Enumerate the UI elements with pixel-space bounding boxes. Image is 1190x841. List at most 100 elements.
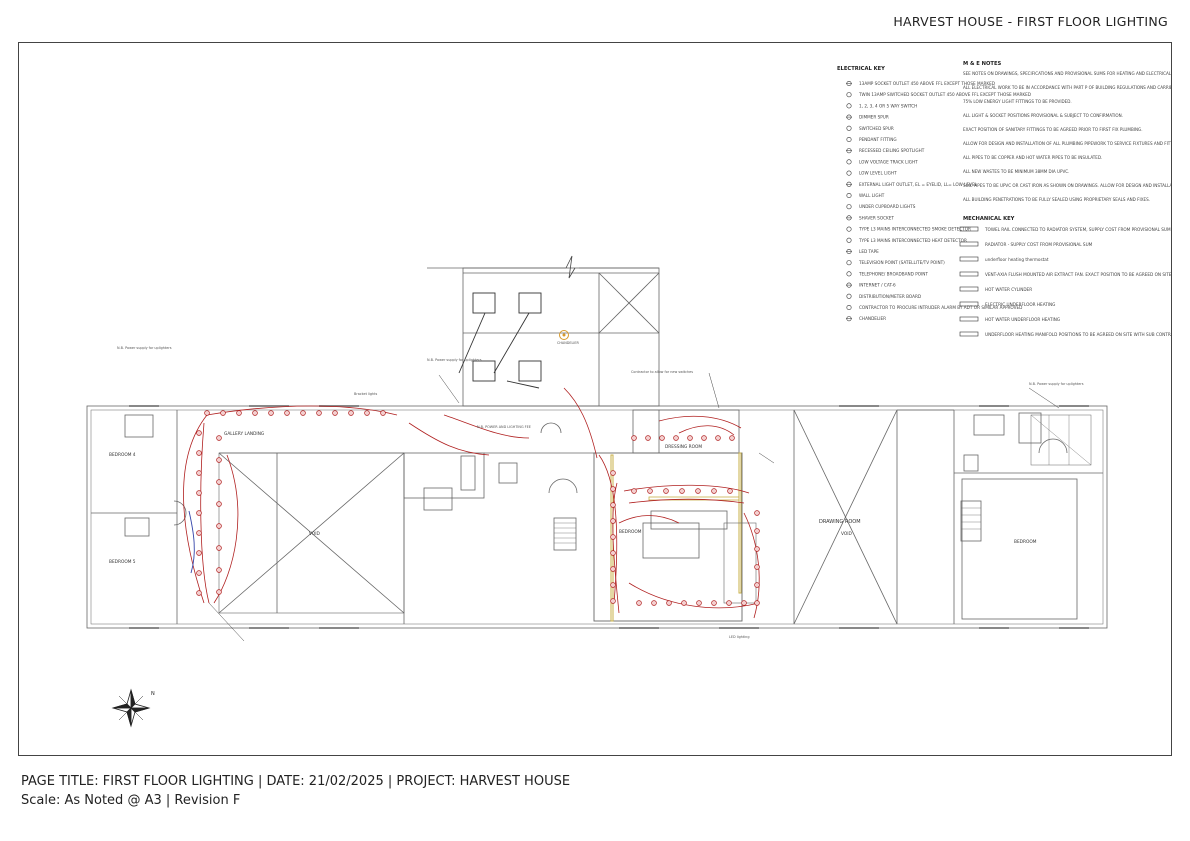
electrical-key-label: TYPE L3 MAINS INTERCONNECTED SMOKE DETEC…	[858, 227, 971, 232]
electrical-key-item: UNDER CUPBOARD LIGHTS	[846, 204, 916, 210]
room-label-void-left: VOID	[309, 531, 321, 537]
electrical-key-item: SHAVER SOCKET	[846, 215, 894, 221]
me-note: ALL NEW WASTES TO BE MINIMUM 38MM DIA UP…	[963, 169, 1069, 174]
ceiling-spotlight-icon	[711, 488, 717, 494]
electrical-key-item: WALL LIGHT	[846, 193, 885, 199]
ceiling-spotlight-icon	[348, 410, 354, 416]
annotation-contractor: Contractor to allow for new switches	[631, 370, 693, 374]
mechanical-key-label: HOT WATER CYLINDER	[985, 287, 1032, 292]
annotation-nb-power: N.B. POWER AND LIGHTING FEE	[477, 425, 531, 429]
internet-icon	[846, 282, 852, 288]
ceiling-spotlight-icon	[679, 488, 685, 494]
ceiling-spotlight-icon	[220, 410, 226, 416]
ceiling-spotlight-icon	[196, 510, 202, 516]
electrical-key-item: 1, 2, 3, 4 OR 5 WAY SWITCH	[846, 103, 917, 108]
ceiling-spotlight-icon	[196, 430, 202, 436]
ceiling-spotlight-icon	[196, 530, 202, 536]
ceiling-spotlight-icon	[610, 486, 616, 492]
room-label-bedroom-right: BEDROOM	[1014, 539, 1037, 545]
electrical-key-label: LOW LEVEL LIGHT	[859, 171, 897, 176]
ceiling-spotlight-icon	[754, 546, 760, 552]
blue-wiring	[188, 510, 195, 574]
electrical-key-label: DISTRIBUTION/METER BOARD	[859, 294, 921, 299]
mechanical-key-label: TOWEL RAIL CONNECTED TO RADIATOR SYSTEM,…	[984, 227, 1171, 232]
ceiling-spotlight-icon	[610, 502, 616, 508]
me-note: EXACT POSITION OF SANITARY FITTINGS TO B…	[963, 127, 1143, 132]
electrical-key-label: 13AMP SOCKET OUTLET 450 ABOVE FFL EXCEPT…	[859, 81, 995, 86]
heat-detector-icon	[846, 237, 852, 243]
ceiling-spotlight-icon	[636, 600, 642, 606]
north-arrow	[111, 688, 151, 728]
ceiling-spotlight-icon	[196, 550, 202, 556]
room-label-dressing-room: DRESSING ROOM	[665, 444, 702, 450]
wiring	[183, 387, 760, 619]
me-note: ALL ELECTRICAL WORK TO BE IN ACCORDANCE …	[963, 85, 1171, 90]
electrical-key-label: TELEVISION POINT (SATELLITE/TV POINT)	[858, 260, 945, 265]
mechanical-key-label: HOT WATER UNDERFLOOR HEATING	[985, 317, 1060, 322]
pendant-icon	[846, 137, 852, 143]
room-label-gallery-landing: GALLERY LANDING	[224, 431, 264, 437]
mechanical-key: MECHANICAL KEY TOWEL RAIL CONNECTED TO R…	[959, 216, 1185, 337]
low-level-icon	[846, 170, 852, 176]
tv-point-icon	[846, 260, 852, 266]
mechanical-key-item: HOT WATER CYLINDER	[959, 286, 1032, 292]
annotation-power-supply-mid: N.B. Power supply for uplighters	[427, 358, 482, 362]
chandelier-symbol: CHANDELIER	[557, 330, 580, 345]
electrical-key-item: TELEVISION POINT (SATELLITE/TV POINT)	[846, 260, 945, 266]
dimmer-icon	[846, 114, 852, 120]
annotation-power-supply-right: N.B. Power supply for uplighters	[1029, 382, 1084, 386]
floor-plan-drawing: ELECTRICAL KEY 13AMP SOCKET OUTLET 450 A…	[86, 61, 1190, 728]
mechanical-key-heading: MECHANICAL KEY	[963, 216, 1015, 222]
annotation-power-supply-left: N.B. Power supply for uplighters	[117, 346, 172, 350]
double-socket-icon	[846, 80, 852, 86]
external-light-icon	[846, 181, 852, 187]
towel-rail-icon	[959, 226, 979, 232]
ceiling-spotlight-icon	[216, 457, 222, 463]
electrical-key-item: INTERNET / CAT-6	[846, 283, 896, 288]
mechanical-key-item: underfloor heating thermostat	[959, 256, 1049, 262]
ceiling-spotlight-icon	[754, 510, 760, 516]
electrical-key-label: LOW VOLTAGE TRACK LIGHT	[859, 159, 918, 164]
electrical-key-item: 13AMP SOCKET OUTLET 450 ABOVE FFL EXCEPT…	[846, 80, 995, 86]
electrical-key-item: TWIN 13AMP SWITCHED SOCKET OUTLET 450 AB…	[846, 92, 1031, 98]
ceiling-spotlight-icon	[754, 564, 760, 570]
electrical-key-item: TYPE L3 MAINS INTERCONNECTED HEAT DETECT…	[846, 237, 967, 243]
electrical-key-item: LOW VOLTAGE TRACK LIGHT	[846, 159, 918, 165]
ceiling-spotlight-icon	[647, 488, 653, 494]
ceiling-spotlight-icon	[681, 600, 687, 606]
mechanical-key-item: HOT WATER UNDERFLOOR HEATING	[959, 316, 1060, 322]
me-notes-heading: M & E NOTES	[963, 61, 1001, 67]
spotlight-icon	[846, 148, 852, 154]
alarm-icon	[846, 304, 852, 310]
ceiling-spotlight-icon	[673, 435, 679, 441]
electrical-key-item: CHANDELIER	[846, 316, 886, 321]
ceiling-spotlight-icon	[754, 528, 760, 534]
electrical-key-heading: ELECTRICAL KEY	[837, 66, 885, 72]
cupboard-light-icon	[846, 204, 852, 210]
ceiling-spotlight-icon	[380, 410, 386, 416]
ceiling-spotlight-icon	[631, 488, 637, 494]
ceiling-spotlight-icon	[711, 600, 717, 606]
ceiling-spotlight-icon	[610, 566, 616, 572]
extract-fan-icon	[959, 271, 979, 277]
ceiling-spotlight-icon	[364, 410, 370, 416]
thermostat-icon	[959, 256, 979, 262]
led-tape-icon	[846, 249, 852, 255]
cylinder-icon	[959, 286, 979, 292]
annotations: N.B. Power supply for uplighters N.B. Po…	[117, 346, 1084, 639]
electrical-key-item: RECESSED CEILING SPOTLIGHT	[846, 148, 925, 154]
electrical-key-item: TYPE L3 MAINS INTERCONNECTED SMOKE DETEC…	[846, 227, 971, 232]
mechanical-key-label: underfloor heating thermostat	[985, 257, 1049, 262]
sheet-title: HARVEST HOUSE - FIRST FLOOR LIGHTING	[893, 14, 1168, 29]
ceiling-spotlight-icon	[754, 600, 760, 606]
ceiling-spotlight-icon	[204, 410, 210, 416]
room-label-void-right: VOID	[841, 531, 853, 537]
electrical-key-item: LOW LEVEL LIGHT	[846, 170, 897, 176]
ceiling-spotlight-icon	[196, 590, 202, 596]
electrical-key-label: TYPE L3 MAINS INTERCONNECTED HEAT DETECT…	[858, 238, 967, 243]
ceiling-spotlight-icon	[216, 567, 222, 573]
ceiling-spotlight-icon	[696, 600, 702, 606]
ceiling-spotlight-icon	[284, 410, 290, 416]
manifold-icon	[959, 331, 979, 337]
me-note: 75% LOW ENERGY LIGHT FITTINGS TO BE PROV…	[963, 99, 1072, 104]
